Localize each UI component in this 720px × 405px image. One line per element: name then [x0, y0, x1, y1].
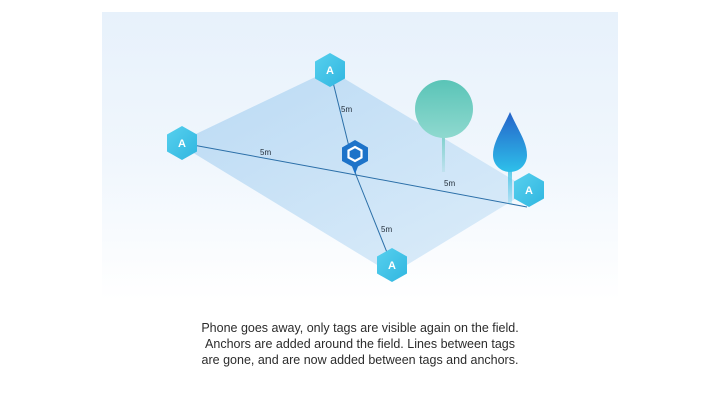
distance-label-right: 5m: [444, 179, 455, 188]
field-diagram: 5m 5m 5m 5m A A A A: [102, 12, 618, 301]
anchor-top: A: [315, 53, 345, 87]
anchor-label: A: [178, 138, 186, 150]
round-tree: [415, 80, 473, 172]
anchor-label: A: [525, 185, 533, 197]
tag-pin: [342, 140, 368, 174]
phone-tag-pin-icon: [342, 140, 368, 174]
line-tag-to-bottom-anchor: [355, 174, 393, 266]
caption-line-2: Anchors are added around the field. Line…: [205, 337, 515, 351]
anchor-hexagon-icon: [167, 126, 197, 160]
anchor-right: A: [514, 173, 544, 207]
field-area: [177, 70, 530, 274]
caption: Phone goes away, only tags are visible a…: [0, 320, 720, 368]
anchor-hexagon-icon: [514, 173, 544, 207]
anchor-left: A: [167, 126, 197, 160]
drop-tree: [493, 112, 527, 204]
distance-label-top: 5m: [341, 105, 352, 114]
anchor-hexagon-icon: [315, 53, 345, 87]
anchor-label: A: [388, 260, 396, 272]
line-tag-to-right-anchor: [355, 174, 528, 208]
line-left-anchor-to-tag: [181, 142, 357, 176]
field-svg: 5m 5m 5m 5m A A A A: [167, 53, 544, 282]
caption-line-1: Phone goes away, only tags are visible a…: [201, 321, 519, 335]
caption-line-3: are gone, and are now added between tags…: [201, 353, 519, 367]
anchor-hexagon-icon: [377, 248, 407, 282]
anchor-label: A: [326, 65, 334, 77]
distance-label-left: 5m: [260, 148, 271, 157]
distance-label-bottom: 5m: [381, 225, 392, 234]
anchor-bottom: A: [377, 248, 407, 282]
tag-inner-hexagon: [347, 145, 363, 163]
